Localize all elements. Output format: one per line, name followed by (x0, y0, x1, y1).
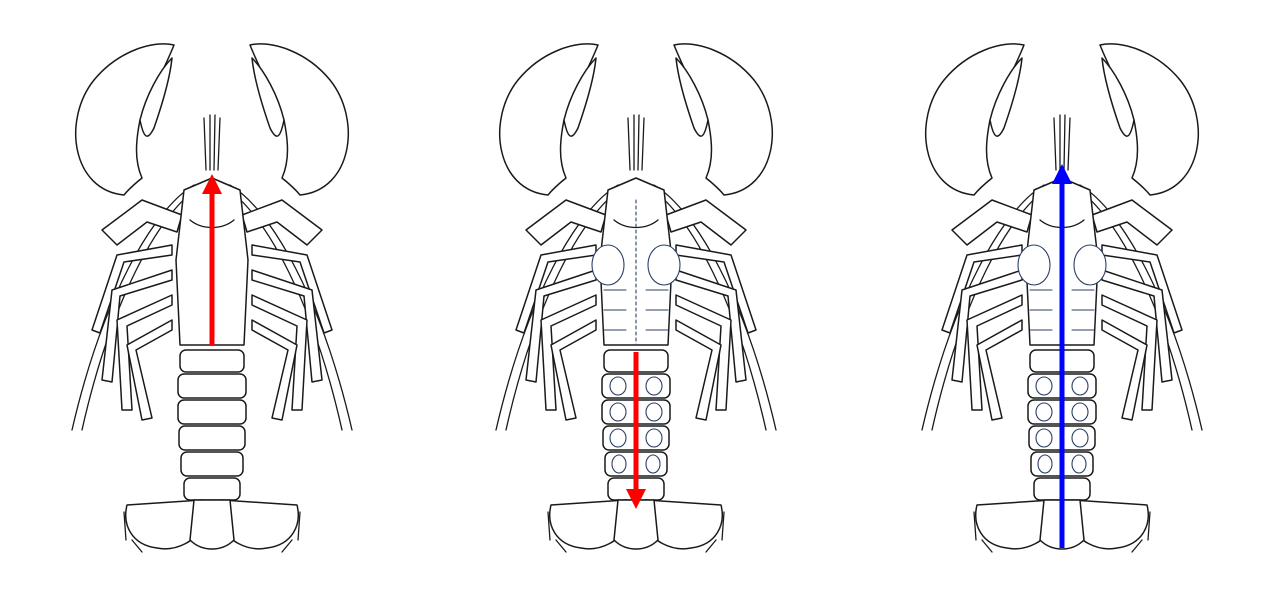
panel-dorsal (71, 43, 353, 553)
panel-ventral-full (921, 43, 1203, 553)
panel-ventral-abdomen (495, 43, 777, 553)
